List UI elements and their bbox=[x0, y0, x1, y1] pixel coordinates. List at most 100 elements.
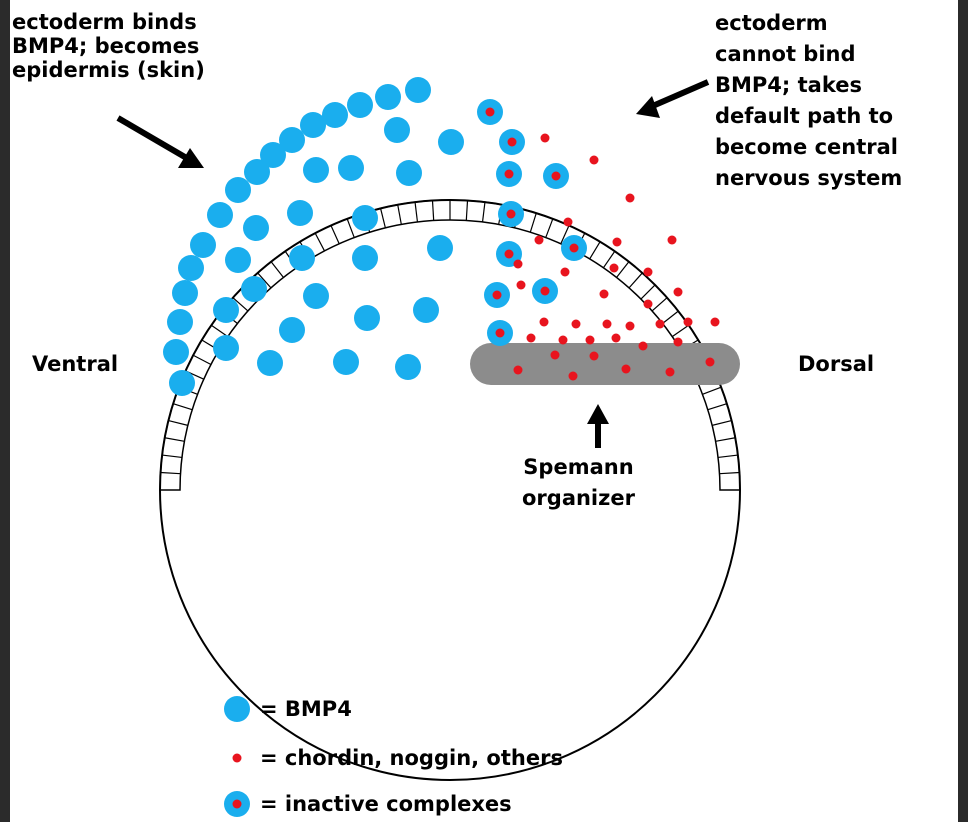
bmp4-dot bbox=[438, 129, 464, 155]
inactive-complex-core bbox=[570, 244, 579, 253]
bmp4-dot bbox=[163, 339, 189, 365]
bmp4-dot bbox=[213, 297, 239, 323]
bmp4-dot bbox=[244, 159, 270, 185]
legend-complex-text: = inactive complexes bbox=[260, 792, 512, 816]
bmp4-dot bbox=[279, 317, 305, 343]
inhibitor-dot bbox=[613, 238, 622, 247]
bmp4-dot bbox=[354, 305, 380, 331]
inhibitor-dot bbox=[622, 365, 631, 374]
inhibitor-dot bbox=[674, 288, 683, 297]
inactive-complex-core bbox=[507, 210, 516, 219]
bmp4-dot bbox=[289, 245, 315, 271]
inhibitor-dot bbox=[610, 264, 619, 273]
bmp4-dot bbox=[167, 309, 193, 335]
bmp4-dot bbox=[333, 349, 359, 375]
legend-complex-core bbox=[233, 800, 242, 809]
arrow-organizer-head bbox=[587, 404, 609, 424]
inhibitor-dot bbox=[572, 320, 581, 329]
inhibitor-dot bbox=[684, 318, 693, 327]
bmp4-dot bbox=[303, 157, 329, 183]
arrow-neural bbox=[648, 82, 708, 108]
label-line: become central bbox=[715, 132, 902, 163]
bmp4-dot bbox=[396, 160, 422, 186]
inhibitor-dot bbox=[639, 342, 648, 351]
inhibitor-dot bbox=[644, 300, 653, 309]
bmp4-dot bbox=[178, 255, 204, 281]
inhibitor-dot bbox=[514, 366, 523, 375]
spemann-organizer-region bbox=[470, 343, 740, 385]
label-line: default path to bbox=[715, 101, 902, 132]
label-ventral: Ventral bbox=[32, 352, 118, 376]
bmp4-dot bbox=[172, 280, 198, 306]
inhibitor-dot bbox=[603, 320, 612, 329]
bmp4-dot bbox=[405, 77, 431, 103]
inhibitor-dot bbox=[551, 351, 560, 360]
bmp4-dot bbox=[190, 232, 216, 258]
label-line: ectoderm binds bbox=[12, 10, 205, 34]
inhibitor-dot bbox=[590, 352, 599, 361]
inactive-complex-core bbox=[505, 250, 514, 259]
inhibitor-dot bbox=[561, 268, 570, 277]
inactive-complex-core bbox=[496, 329, 505, 338]
bmp4-dot bbox=[287, 200, 313, 226]
legend-bmp4-symbol bbox=[224, 696, 250, 722]
inhibitor-dot bbox=[674, 338, 683, 347]
inactive-complex-core bbox=[541, 287, 550, 296]
inhibitor-dot bbox=[644, 268, 653, 277]
inhibitor-dot bbox=[600, 290, 609, 299]
bmp4-dot bbox=[338, 155, 364, 181]
inactive-complex-core bbox=[552, 172, 561, 181]
bmp4-dot bbox=[395, 354, 421, 380]
inhibitor-dot bbox=[706, 358, 715, 367]
label-line: BMP4; becomes bbox=[12, 34, 205, 58]
bmp4-dot bbox=[241, 276, 267, 302]
inhibitor-dot bbox=[626, 194, 635, 203]
bmp4-dot bbox=[303, 283, 329, 309]
label-ectoderm-binds: ectoderm binds BMP4; becomes epidermis (… bbox=[12, 10, 205, 82]
bmp4-dot bbox=[207, 202, 233, 228]
bmp4-dot bbox=[375, 84, 401, 110]
inhibitor-dot bbox=[540, 318, 549, 327]
inhibitor-dot bbox=[517, 281, 526, 290]
inactive-complex-core bbox=[505, 170, 514, 179]
bmp4-dot bbox=[413, 297, 439, 323]
bmp4-dot bbox=[384, 117, 410, 143]
label-line: BMP4; takes bbox=[715, 70, 902, 101]
inhibitor-dot bbox=[668, 236, 677, 245]
inhibitor-dot bbox=[586, 336, 595, 345]
inhibitor-dot bbox=[711, 318, 720, 327]
label-line: Spemann bbox=[522, 452, 635, 483]
inactive-complex-core bbox=[493, 291, 502, 300]
bmp4-dot bbox=[427, 235, 453, 261]
arrow-epidermis bbox=[118, 118, 190, 160]
inactive-complex-core bbox=[486, 108, 495, 117]
label-spemann-organizer: Spemann organizer bbox=[522, 452, 635, 514]
inhibitor-dot bbox=[541, 134, 550, 143]
label-dorsal: Dorsal bbox=[798, 352, 874, 376]
diagram-canvas: ectoderm binds BMP4; becomes epidermis (… bbox=[10, 0, 958, 822]
inhibitor-dot bbox=[514, 260, 523, 269]
label-line: epidermis (skin) bbox=[12, 58, 205, 82]
bmp4-dot bbox=[300, 112, 326, 138]
bmp4-dot bbox=[257, 350, 283, 376]
inhibitor-dot bbox=[656, 320, 665, 329]
label-line: nervous system bbox=[715, 163, 902, 194]
label-line: ectoderm bbox=[715, 8, 902, 39]
label-line: cannot bind bbox=[715, 39, 902, 70]
inactive-complex-core bbox=[508, 138, 517, 147]
inhibitor-dot bbox=[527, 334, 536, 343]
legend-inhibitor-symbol bbox=[233, 754, 242, 763]
inhibitor-dot bbox=[559, 336, 568, 345]
inhibitor-dot bbox=[626, 322, 635, 331]
bmp4-dot bbox=[225, 177, 251, 203]
legend-inhibitor-text: = chordin, noggin, others bbox=[260, 746, 563, 770]
bmp4-dot bbox=[243, 215, 269, 241]
bmp4-dot bbox=[352, 245, 378, 271]
label-line: organizer bbox=[522, 483, 635, 514]
bmp4-dot bbox=[213, 335, 239, 361]
bmp4-dot bbox=[225, 247, 251, 273]
bmp4-dot bbox=[352, 205, 378, 231]
bmp4-dot bbox=[347, 92, 373, 118]
inhibitor-dot bbox=[666, 368, 675, 377]
bmp4-dot bbox=[169, 370, 195, 396]
